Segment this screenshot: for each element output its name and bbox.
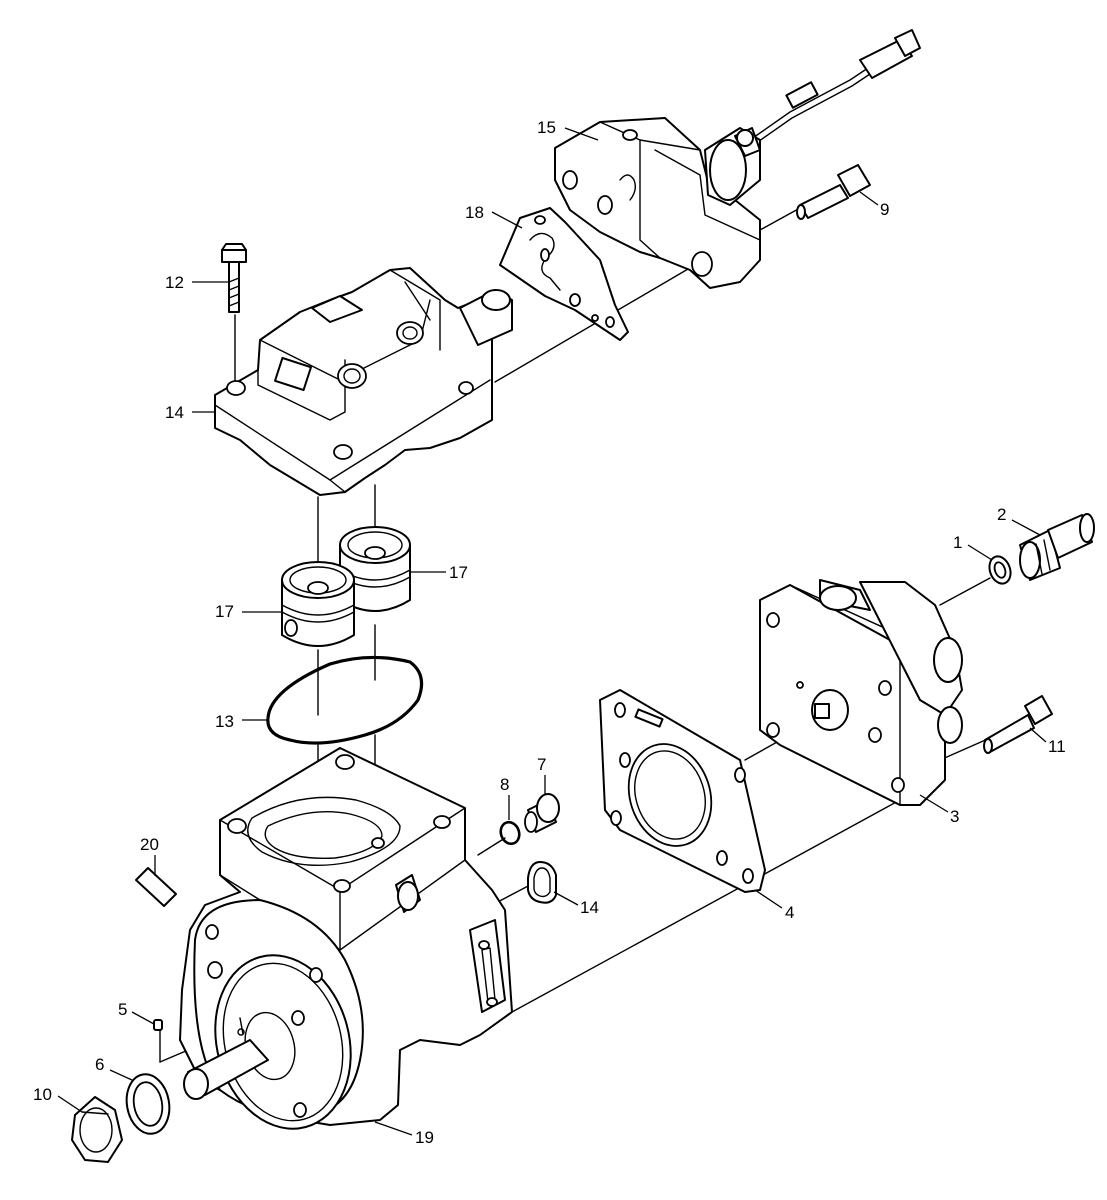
pump-head-cover [214,267,513,496]
washer-1 [988,555,1012,585]
callout-20: 20 [140,835,159,854]
callout-17-right: 17 [449,563,468,582]
callout-6: 6 [95,1055,104,1074]
plunger-right [339,526,411,612]
nut-10 [71,1096,123,1163]
callout-16: 15 [537,118,556,137]
callout-9: 9 [880,200,889,219]
callout-4: 4 [785,903,794,922]
callout-18: 18 [465,203,484,222]
callout-7: 7 [537,755,546,774]
plunger-left [281,561,355,647]
label-plate-20 [135,867,177,907]
bolt-9 [796,164,871,220]
plug-7 [524,793,560,833]
pump-housing-19 [179,747,513,1130]
callout-1: 1 [953,533,962,552]
callout-3: 3 [950,807,959,826]
gasket-4 [599,689,766,893]
callout-8: 8 [500,775,509,794]
bolt-12 [221,243,247,313]
callout-13: 13 [215,712,234,731]
callout-17-left: 17 [215,602,234,621]
callout-10: 10 [33,1085,52,1104]
washer-6 [125,1073,171,1135]
bolt-11 [983,695,1053,754]
callout-15: 14 [165,403,184,422]
o-ring-13 [266,655,424,745]
o-ring-8 [499,820,521,846]
pin-5 [153,1019,163,1031]
actuator-valve [554,29,921,289]
feed-pump-3 [759,579,963,806]
seal-14 [527,861,557,904]
callout-19: 19 [415,1128,434,1147]
fitting-2 [1019,513,1095,581]
callout-2: 2 [997,505,1006,524]
callout-14: 14 [580,898,599,917]
gasket-18 [499,207,629,341]
callout-5: 5 [118,1000,127,1019]
callout-12: 12 [165,273,184,292]
callout-11: 11 [1048,737,1066,756]
